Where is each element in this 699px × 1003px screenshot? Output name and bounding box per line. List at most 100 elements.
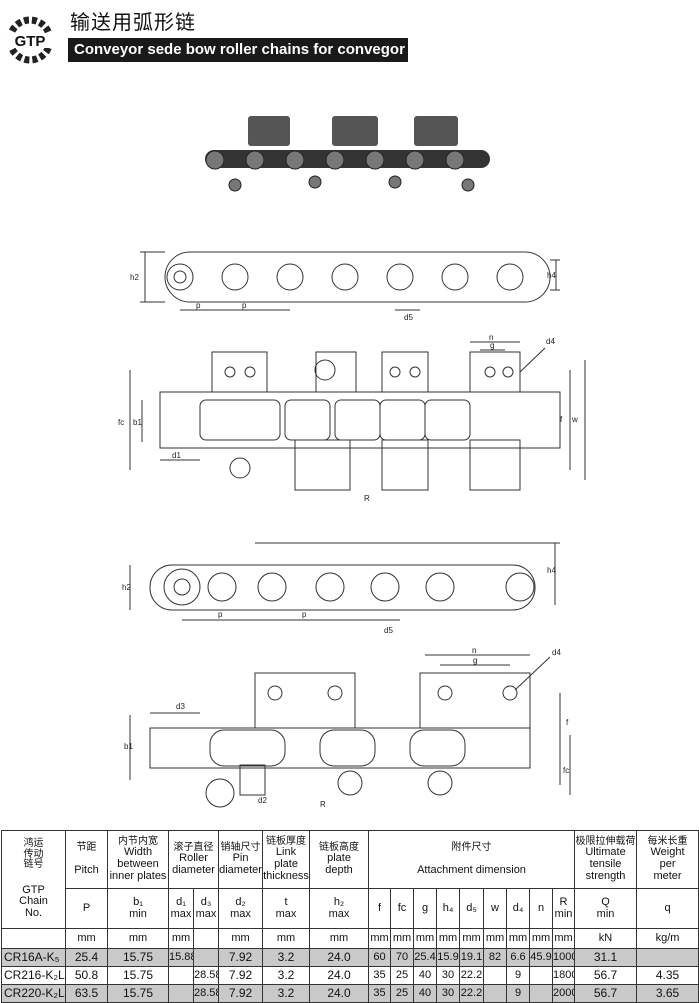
table-cell: 45.9 <box>529 948 554 967</box>
table-cell: 3.65 <box>636 984 699 1003</box>
symbol-cell: g <box>413 888 438 929</box>
dim-fc: fc <box>118 418 124 427</box>
table-cell: 56.7 <box>574 966 638 985</box>
logo-text: GTP <box>15 33 46 50</box>
chain-no: CR220-K₂L <box>1 984 66 1003</box>
dim-p: p <box>218 610 223 619</box>
page-title-en: Conveyor sede bow roller chains for conv… <box>68 38 408 62</box>
unit-cell: mm <box>529 928 554 949</box>
table-cell: 31.1 <box>574 948 638 967</box>
drawing2-top-view: n g d4 d3 b1 d2 R f fc <box>124 646 571 809</box>
table-cell <box>168 966 194 985</box>
unit-cell <box>192 928 220 949</box>
symbol-cell: Q min <box>574 888 638 929</box>
table-cell: 3.2 <box>262 966 311 985</box>
table-cell: 60 <box>368 948 392 967</box>
symbol-cell: d₃ max <box>192 888 220 929</box>
dim-d5: d5 <box>384 626 393 635</box>
table-cell <box>192 948 220 967</box>
table-cell: 22.2 <box>459 984 485 1003</box>
table-cell: 30 <box>436 984 461 1003</box>
chain-no: CR16A-K₅ <box>1 948 66 967</box>
unit-cell: mm <box>368 928 392 949</box>
dim-f: f <box>560 415 563 424</box>
chain-no: CR216-K₂L <box>1 966 66 985</box>
table-cell: 3.2 <box>262 984 311 1003</box>
table-cell: 7.92 <box>218 966 264 985</box>
unit-cell: mm <box>65 928 108 949</box>
table-cell: 15.75 <box>107 948 169 967</box>
table-cell: 70 <box>390 948 415 967</box>
table-cell: 28.58 <box>192 984 220 1003</box>
table-cell <box>483 966 508 985</box>
chain-photo <box>205 116 490 192</box>
dim-p: p <box>302 610 307 619</box>
unit-cell: mm <box>107 928 169 949</box>
table-cell: 7.92 <box>218 948 264 967</box>
dim-n: n <box>489 333 493 342</box>
table-cell: 24.0 <box>309 984 370 1003</box>
dim-d1: d1 <box>172 451 181 460</box>
table-cell: 6.6 <box>506 948 531 967</box>
drawing1-top-view: n g d4 fc b1 d1 f w R <box>118 333 586 503</box>
dim-d3: d3 <box>176 702 185 711</box>
table-cell: 63.5 <box>65 984 108 1003</box>
dim-b1: b1 <box>124 742 133 751</box>
table-cell: 2000 <box>552 984 576 1003</box>
unit-cell: mm <box>506 928 531 949</box>
symbol-cell: fc <box>390 888 415 929</box>
gtp-logo: GTP <box>4 16 56 64</box>
table-cell: 15.9 <box>436 948 461 967</box>
dim-d2: d2 <box>258 796 267 805</box>
dim-r: R <box>364 494 370 503</box>
table-cell: 4.35 <box>636 966 699 985</box>
unit-cell: mm <box>168 928 194 949</box>
table-cell: 30 <box>436 966 461 985</box>
table-cell: 40 <box>413 984 438 1003</box>
table-cell: 24.0 <box>309 966 370 985</box>
table-cell <box>529 966 554 985</box>
dim-f: f <box>566 718 569 727</box>
table-row: CR220-K₂L63.515.7528.587.923.224.0352540… <box>1 984 699 1003</box>
table-cell: 50.8 <box>65 966 108 985</box>
symbol-cell: w <box>483 888 508 929</box>
symbol-cell: P <box>65 888 108 929</box>
symbol-cell: R min <box>552 888 576 929</box>
unit-cell: mm <box>483 928 508 949</box>
dim-h4: h4 <box>547 271 556 280</box>
unit-cell: mm <box>552 928 576 949</box>
unit-cell: mm <box>390 928 415 949</box>
table-cell <box>483 984 508 1003</box>
table-cell: 1800 <box>552 966 576 985</box>
table-cell: 1000 <box>552 948 576 967</box>
dim-d4: d4 <box>546 337 555 346</box>
unit-cell: mm <box>262 928 311 949</box>
symbol-cell: n <box>529 888 554 929</box>
table-cell: 25.4 <box>413 948 438 967</box>
table-cell <box>529 984 554 1003</box>
dim-h2: h2 <box>122 583 131 592</box>
symbol-cell: f <box>368 888 392 929</box>
table-cell: 82 <box>483 948 508 967</box>
table-cell: 35 <box>368 966 392 985</box>
table-cell: 25 <box>390 966 415 985</box>
symbol-cell: d₁ max <box>168 888 194 929</box>
dim-fc: fc <box>563 766 569 775</box>
dim-p: p <box>242 301 247 310</box>
unit-cell: mm <box>459 928 485 949</box>
unit-cell: mm <box>413 928 438 949</box>
table-cell: 35 <box>368 984 392 1003</box>
drawing1-side-view: h2 h4 p p d5 <box>130 251 560 322</box>
unit-cell: mm <box>218 928 264 949</box>
dim-g: g <box>490 341 494 350</box>
table-cell: 25 <box>390 984 415 1003</box>
table-row: CR16A-K₅25.415.7515.887.923.224.0607025.… <box>1 948 699 967</box>
drawing2-side-view: h2 h4 p p d5 <box>122 542 560 635</box>
table-cell: 56.7 <box>574 984 638 1003</box>
dim-d4: d4 <box>552 648 561 657</box>
